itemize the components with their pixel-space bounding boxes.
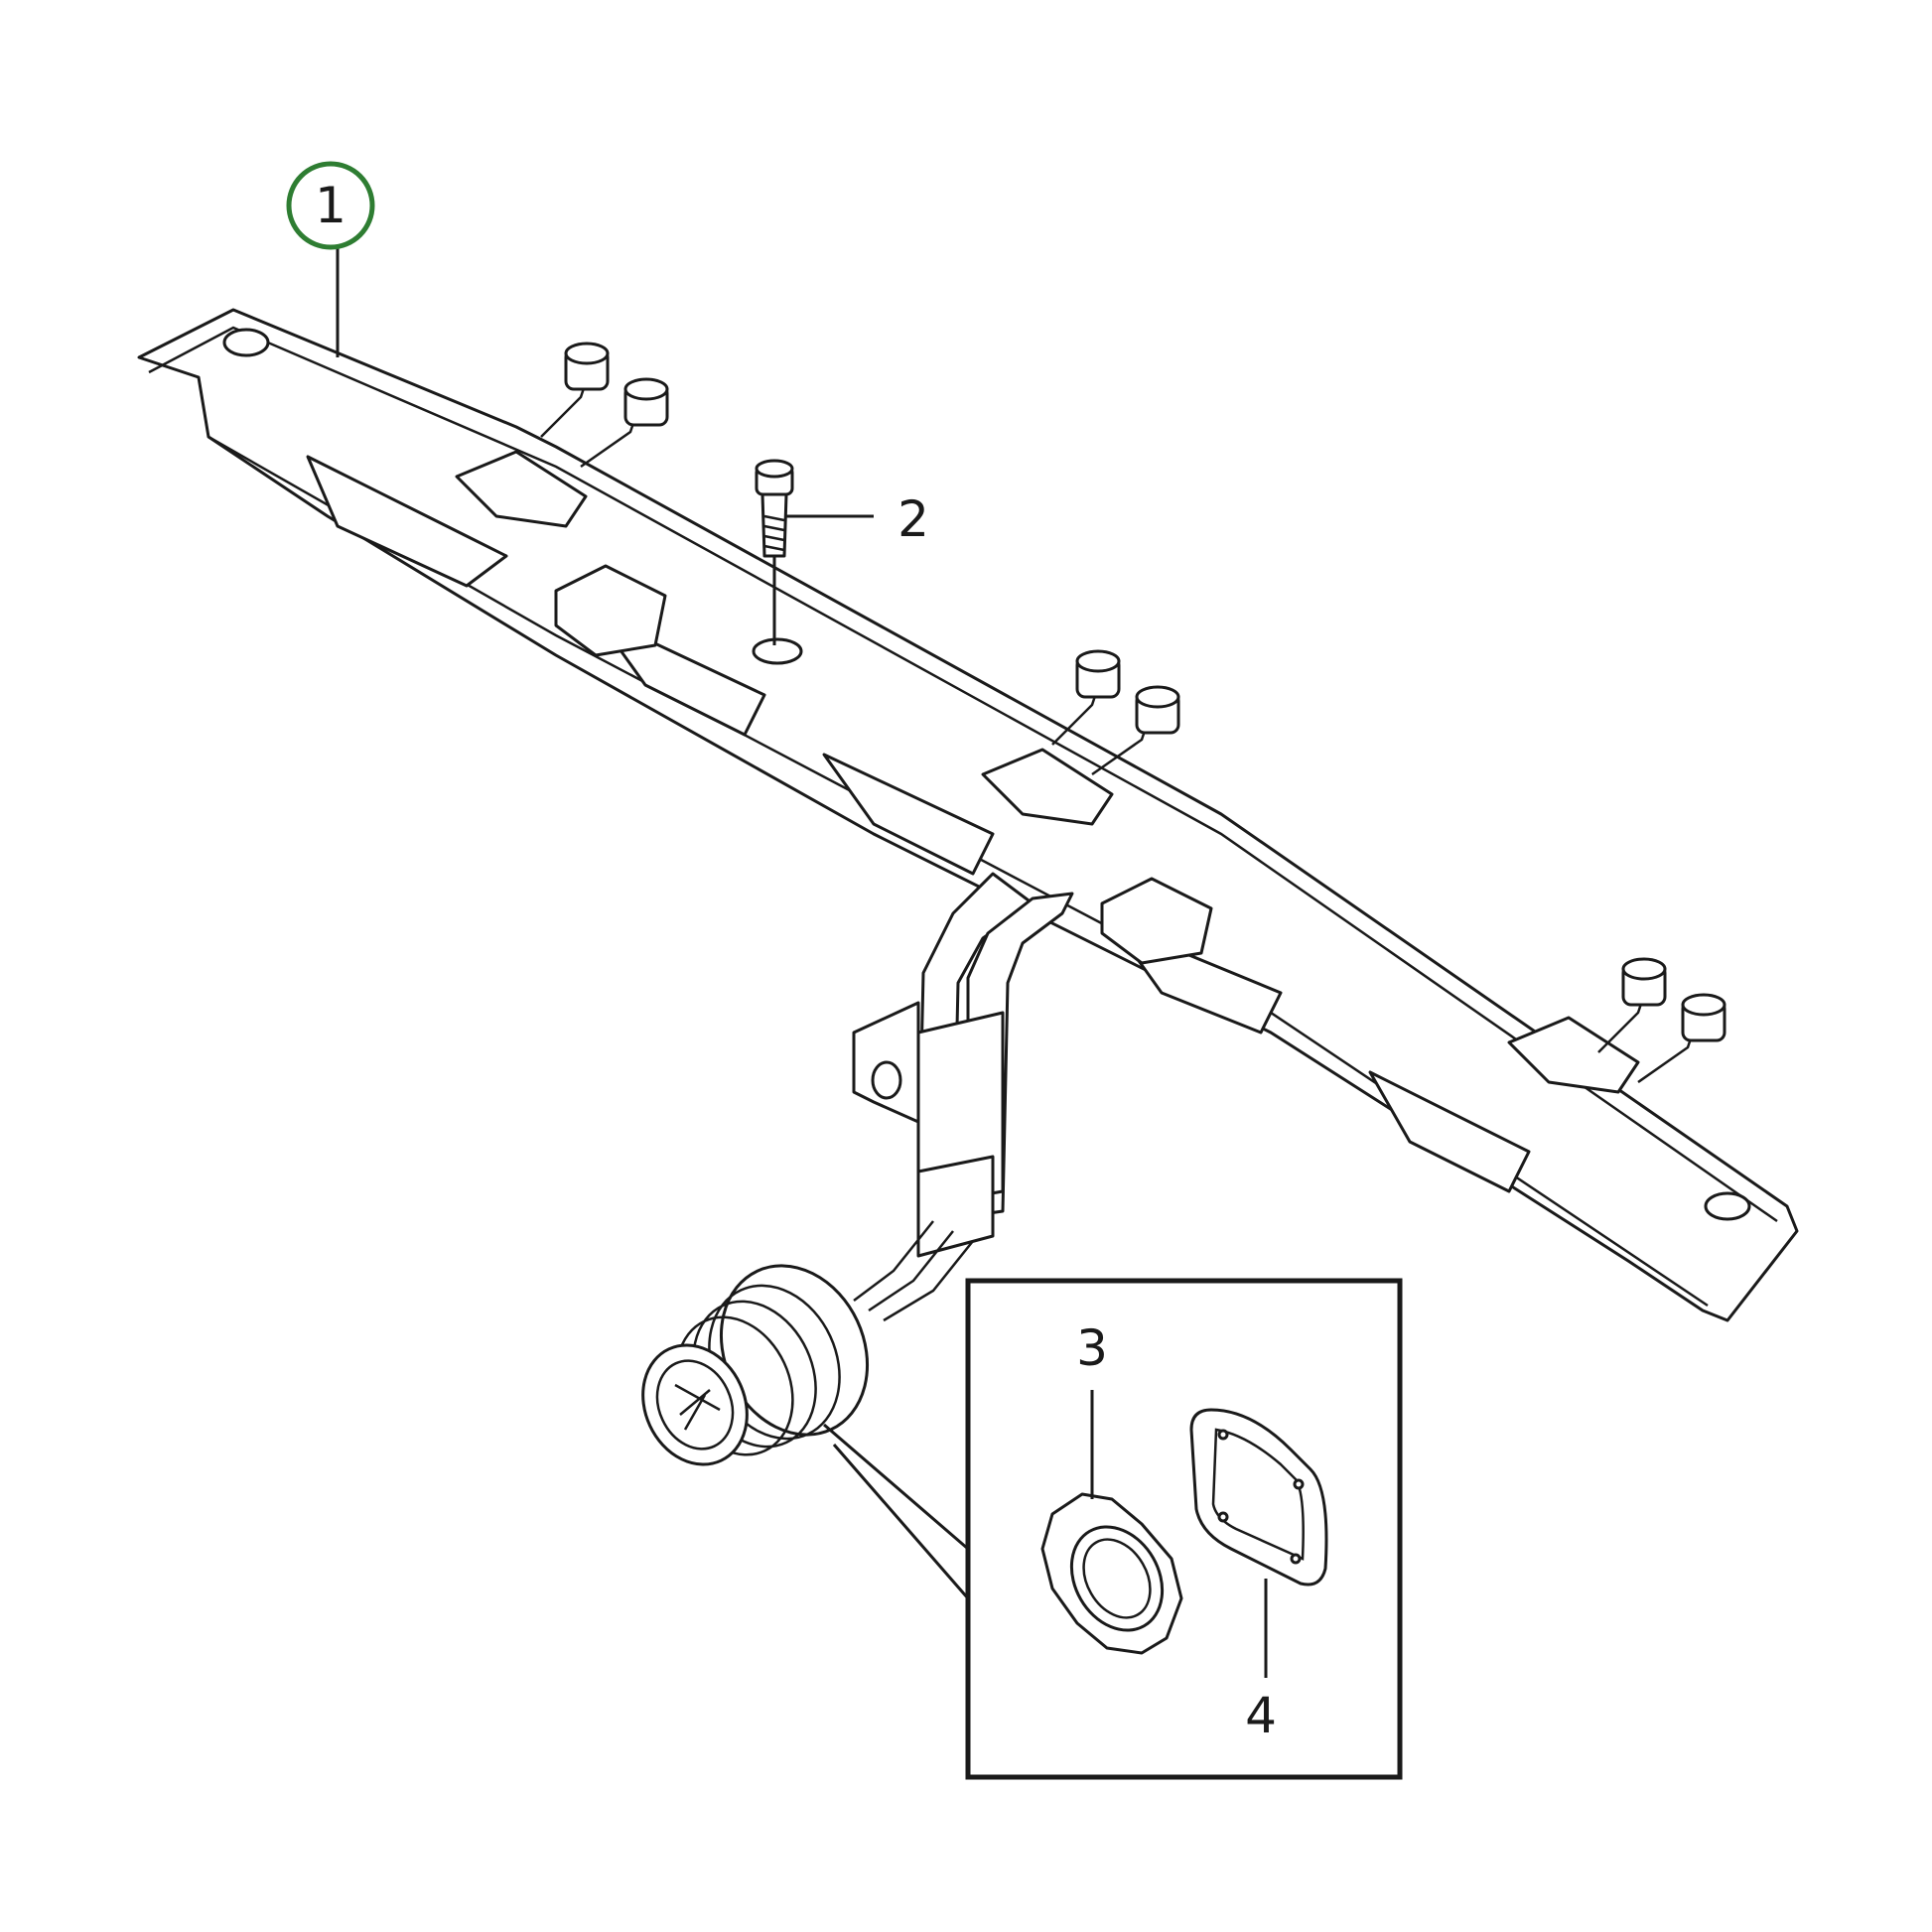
callout-4-label: 4 — [1245, 1687, 1277, 1744]
detail-pointer — [823, 1423, 970, 1603]
detail-box — [965, 1278, 1403, 1780]
callout-1-highlight-ring — [286, 161, 375, 250]
branch-harness — [852, 872, 1074, 1322]
round-connector — [641, 1264, 870, 1466]
gasket-part — [1189, 1408, 1328, 1587]
injector-connectors-middle — [1051, 649, 1180, 776]
harness-rail — [137, 308, 1799, 1322]
injector-connectors-right — [1597, 957, 1726, 1084]
callout-3-label: 3 — [1076, 1319, 1108, 1377]
injector-connectors-left — [540, 342, 669, 469]
bolt-part — [755, 459, 794, 645]
nut-part — [1040, 1492, 1183, 1655]
callout-2-label: 2 — [897, 490, 929, 548]
callout-1-label: 1 — [315, 177, 346, 234]
